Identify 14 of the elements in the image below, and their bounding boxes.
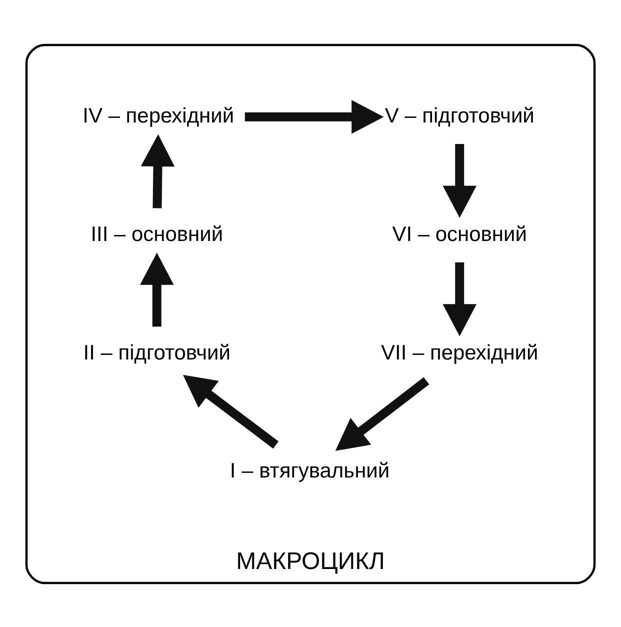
- arrow: [442, 143, 476, 218]
- node-text: VII – перехідний: [381, 340, 538, 364]
- node-text: IV – перехідний: [82, 104, 234, 127]
- node-text: V – підготовчий: [384, 104, 534, 127]
- arrow: [140, 134, 175, 208]
- arrow: [244, 100, 384, 134]
- node-text: III – основний: [90, 222, 224, 246]
- arrow: [182, 374, 279, 448]
- arrow: [442, 262, 476, 336]
- node-text: II – підготовчий: [83, 340, 230, 364]
- arrow: [335, 376, 430, 450]
- node-text: VI – основний: [392, 222, 527, 246]
- arrow: [140, 252, 174, 326]
- node-text: I – втягувальний: [230, 459, 390, 482]
